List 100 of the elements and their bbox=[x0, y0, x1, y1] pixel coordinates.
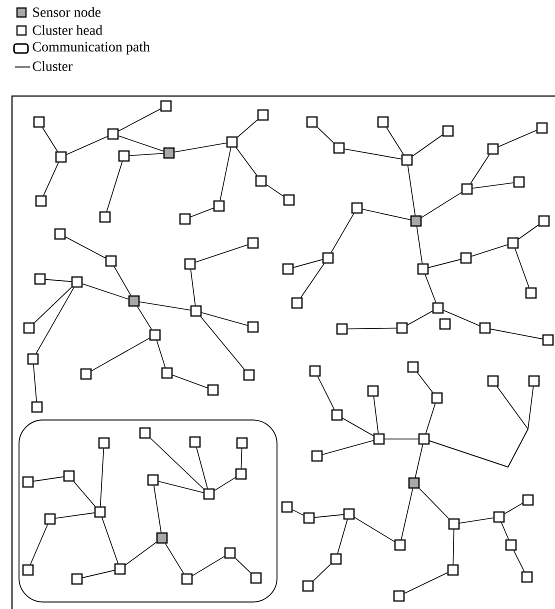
line bbox=[156, 340, 166, 368]
square-node bbox=[44, 513, 56, 525]
line bbox=[419, 488, 449, 519]
square-node bbox=[461, 183, 473, 195]
square-node bbox=[181, 573, 193, 585]
square-node bbox=[407, 361, 419, 373]
line bbox=[470, 154, 490, 184]
square-node bbox=[147, 474, 159, 486]
line bbox=[362, 208, 411, 220]
square-node bbox=[213, 200, 225, 212]
line bbox=[158, 481, 204, 493]
line bbox=[514, 248, 530, 288]
square-node bbox=[190, 305, 202, 317]
square-node bbox=[179, 213, 191, 225]
square-node bbox=[156, 532, 168, 544]
square-node bbox=[536, 122, 548, 134]
legend-label: Sensor node bbox=[33, 7, 101, 17]
square-node bbox=[333, 142, 345, 154]
square-node bbox=[302, 580, 314, 592]
line bbox=[266, 184, 284, 197]
line bbox=[518, 224, 539, 240]
square-node bbox=[247, 237, 259, 249]
square-node bbox=[528, 375, 540, 387]
square-node bbox=[118, 150, 130, 162]
square-node bbox=[203, 488, 215, 500]
line bbox=[293, 259, 323, 268]
square-node bbox=[160, 100, 172, 112]
square-node bbox=[513, 176, 525, 188]
line bbox=[404, 572, 448, 594]
square-node bbox=[22, 564, 34, 576]
square-node bbox=[505, 539, 517, 551]
square-node bbox=[23, 322, 35, 334]
square-node bbox=[432, 302, 444, 314]
line bbox=[237, 120, 258, 138]
line bbox=[292, 509, 304, 516]
square-node bbox=[367, 385, 379, 397]
line bbox=[114, 266, 132, 296]
line bbox=[373, 396, 379, 434]
square-node bbox=[373, 433, 385, 445]
line bbox=[317, 127, 334, 143]
line bbox=[490, 328, 543, 340]
line bbox=[36, 287, 74, 354]
square-node bbox=[309, 365, 321, 377]
square-node bbox=[114, 563, 126, 575]
square-node bbox=[393, 590, 405, 602]
square-node bbox=[487, 375, 499, 387]
line bbox=[196, 447, 208, 489]
line bbox=[195, 244, 248, 263]
square-node bbox=[401, 154, 413, 166]
line bbox=[118, 136, 164, 152]
square-node bbox=[306, 116, 318, 128]
square-node bbox=[184, 258, 196, 270]
line bbox=[125, 542, 157, 566]
line bbox=[384, 438, 419, 440]
line bbox=[337, 519, 348, 554]
line bbox=[150, 438, 204, 490]
square-node bbox=[22, 476, 34, 488]
line bbox=[43, 162, 59, 196]
square-node bbox=[149, 329, 161, 341]
line bbox=[344, 148, 402, 160]
square-node bbox=[351, 202, 363, 214]
line bbox=[342, 418, 374, 436]
line bbox=[240, 448, 242, 469]
square-node bbox=[418, 433, 430, 445]
line bbox=[118, 108, 161, 132]
square-node bbox=[34, 273, 46, 285]
line bbox=[33, 364, 37, 402]
square-node bbox=[71, 276, 83, 288]
line bbox=[153, 485, 162, 533]
square-node bbox=[247, 321, 259, 333]
line bbox=[42, 127, 58, 152]
line bbox=[200, 316, 245, 370]
line bbox=[472, 182, 514, 189]
square-node bbox=[410, 215, 422, 227]
square-node bbox=[236, 437, 248, 449]
line bbox=[425, 403, 436, 434]
square-node bbox=[291, 297, 303, 309]
line bbox=[82, 283, 129, 300]
line bbox=[317, 376, 335, 410]
legend-label: Cluster head bbox=[32, 25, 102, 35]
line bbox=[412, 134, 443, 156]
square-node bbox=[442, 125, 454, 137]
square-node bbox=[394, 539, 406, 551]
line bbox=[190, 208, 214, 218]
square-node bbox=[250, 572, 262, 584]
line bbox=[201, 312, 248, 326]
square-node bbox=[542, 334, 554, 346]
square-node bbox=[224, 547, 236, 559]
line bbox=[66, 136, 108, 155]
line bbox=[214, 477, 236, 491]
square-node bbox=[27, 353, 39, 365]
square-node bbox=[189, 436, 201, 448]
line bbox=[459, 517, 494, 524]
square-node bbox=[396, 322, 408, 334]
square-node bbox=[448, 518, 460, 530]
line bbox=[498, 130, 537, 147]
square-node bbox=[71, 573, 83, 585]
line bbox=[386, 127, 404, 155]
square-node bbox=[417, 263, 429, 275]
square-node bbox=[439, 318, 451, 330]
